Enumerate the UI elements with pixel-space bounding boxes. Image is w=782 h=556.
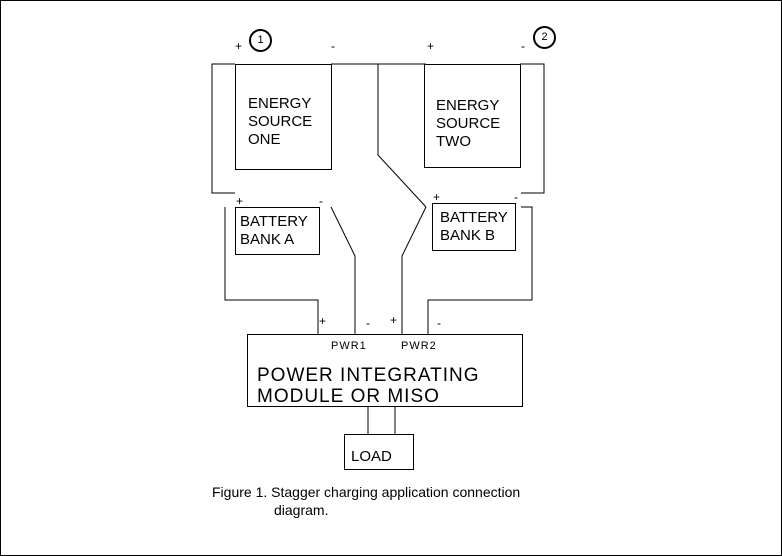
battery-bank-b-label: BATTERY BANK B	[440, 209, 508, 244]
source-number-1: 1	[249, 29, 272, 52]
es1-minus: -	[331, 39, 335, 53]
figure-caption-line2: diagram.	[274, 502, 329, 518]
wire-es1-minus-to-batt-b-plus	[377, 64, 427, 208]
pwr2-label: PWR2	[401, 340, 437, 352]
energy-source-one-label: ENERGY SOURCE ONE	[248, 95, 313, 148]
pwr1-label: PWR1	[331, 340, 367, 352]
load-label: LOAD	[351, 448, 392, 465]
es2-minus: -	[521, 39, 525, 53]
power-integrating-module: POWER INTEGRATING MODULE OR MISO	[247, 334, 523, 407]
battery-bank-a: BATTERY BANK A	[235, 207, 320, 255]
wire-batt-b-plus-to-pwr2	[401, 206, 427, 334]
wire-es2-minus-to-batt-b-minus	[520, 63, 545, 194]
batt-b-plus: +	[433, 190, 441, 204]
load-box: LOAD	[344, 434, 414, 470]
figure-caption-line1: Figure 1. Stagger charging application c…	[212, 484, 521, 500]
batt-a-minus: -	[319, 194, 323, 208]
energy-source-two: ENERGY SOURCE TWO	[424, 64, 521, 168]
energy-source-two-label: ENERGY SOURCE TWO	[436, 97, 501, 150]
pwr2-plus: +	[390, 313, 398, 327]
pwr1-plus: +	[319, 314, 327, 328]
es2-plus: +	[427, 39, 435, 53]
batt-b-minus: -	[514, 190, 518, 204]
pwr1-minus: -	[366, 316, 370, 330]
wire-batt-a-plus-to-pwr1	[224, 207, 319, 334]
module-label: POWER INTEGRATING MODULE OR MISO	[257, 365, 480, 407]
wire-batt-a-minus-to-pwr1	[330, 206, 356, 334]
pwr2-minus: -	[437, 316, 441, 330]
source-number-2: 2	[533, 26, 556, 49]
batt-a-plus: +	[236, 194, 244, 208]
wire-es1-plus-to-batt-a-plus	[211, 63, 235, 194]
energy-source-one: ENERGY SOURCE ONE	[235, 64, 332, 170]
battery-bank-b: BATTERY BANK B	[432, 203, 516, 251]
wire-batt-b-minus-to-pwr2	[427, 206, 533, 334]
battery-bank-a-label: BATTERY BANK A	[240, 213, 308, 248]
es1-plus: +	[235, 39, 243, 53]
